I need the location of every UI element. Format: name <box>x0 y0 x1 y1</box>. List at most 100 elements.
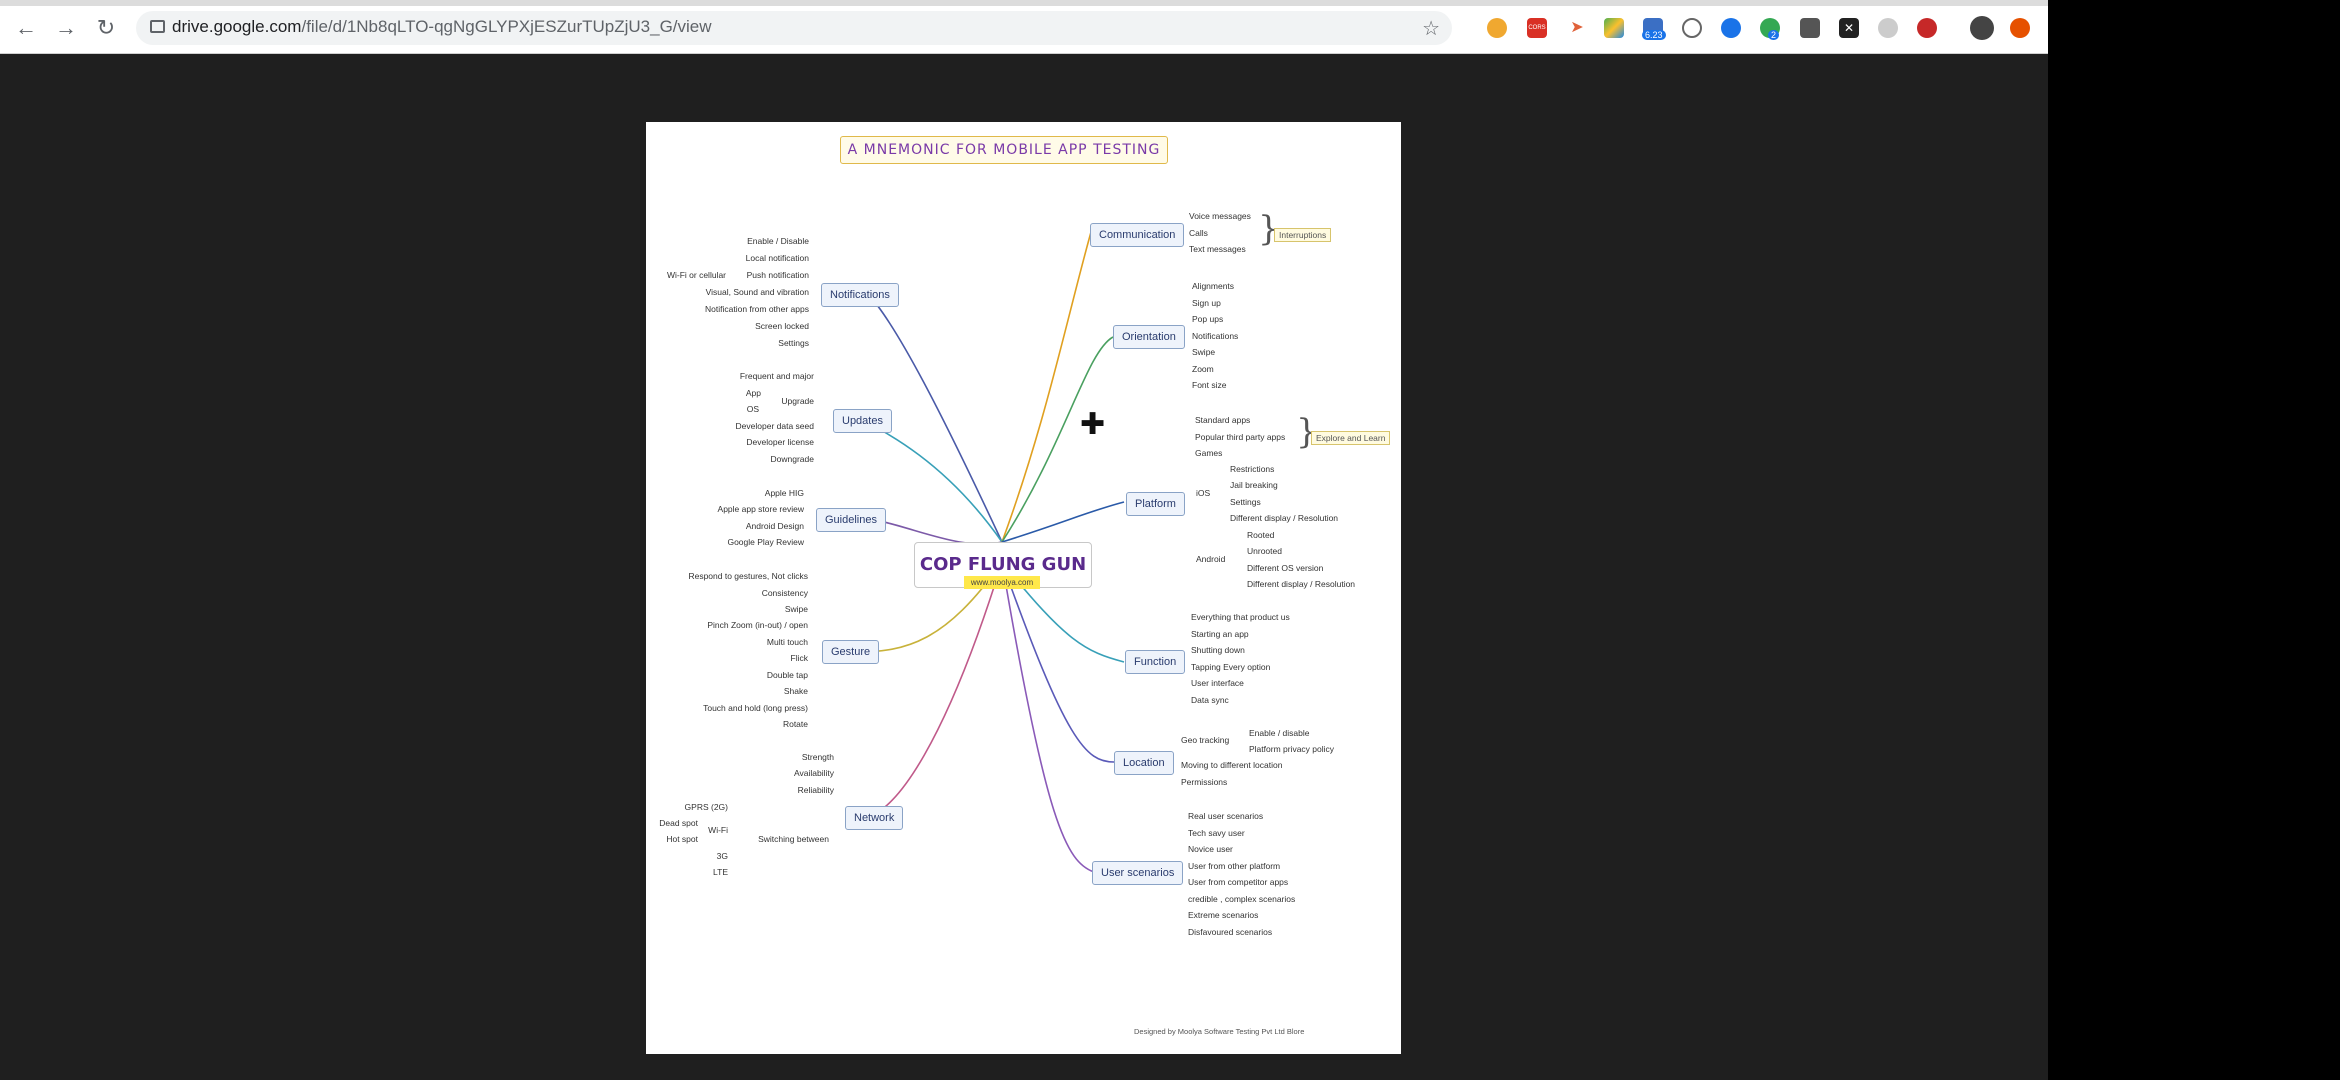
leaf: App <box>745 388 761 398</box>
leaf: Rotate <box>782 719 808 729</box>
extension-badge: 6.23 <box>1642 30 1666 40</box>
address-bar[interactable]: drive.google.com/file/d/1Nb8qLTO-qgNgGLY… <box>136 11 1452 45</box>
leaf: Google Play Review <box>727 537 804 547</box>
extension-cookie-icon[interactable] <box>1487 18 1507 38</box>
mindmap-credit: Designed by Moolya Software Testing Pvt … <box>1134 1027 1305 1036</box>
leaf: Calls <box>1189 228 1208 238</box>
extension-x-icon[interactable]: ✕ <box>1839 18 1859 38</box>
extension-devil-icon[interactable] <box>1917 18 1937 38</box>
leaf: Restrictions <box>1230 464 1275 474</box>
extension-cors-icon[interactable]: CORS <box>1527 18 1547 38</box>
extension-arrow-icon[interactable]: ➤ <box>1570 19 1584 36</box>
leaf: Shake <box>783 686 808 696</box>
leaf: Flick <box>790 653 808 663</box>
note-interruptions: Interruptions <box>1274 228 1332 242</box>
branch-updates: Updates <box>833 409 892 433</box>
note-explore-and-learn: Explore and Learn <box>1311 431 1391 445</box>
leaf: LTE <box>713 867 728 877</box>
leaf: Enable / Disable <box>747 236 809 246</box>
leaf: Settings <box>778 338 809 348</box>
mindmap-title: A MNEMONIC FOR MOBILE APP TESTING <box>840 136 1168 164</box>
leaf: Multi touch <box>766 637 808 647</box>
leaf: Dead spot <box>659 818 698 828</box>
branch-network: Network <box>845 806 904 830</box>
extension-robot-icon[interactable]: 6.23 <box>1642 18 1666 40</box>
leaf: credible , complex scenarios <box>1188 894 1296 904</box>
reload-button[interactable]: ↻ <box>96 15 116 40</box>
leaf: iOS <box>1196 488 1211 498</box>
bookmark-star-icon[interactable]: ☆ <box>1422 18 1440 40</box>
leaf: GPRS (2G) <box>684 802 728 812</box>
leaf: Starting an app <box>1191 629 1249 639</box>
leaf: Disfavoured scenarios <box>1188 927 1273 937</box>
leaf: Strength <box>801 752 834 762</box>
extension-grey-icon[interactable] <box>1878 18 1898 38</box>
leaf: Android Design <box>745 521 804 531</box>
branch-function: Function <box>1125 650 1186 674</box>
branch-gesture: Gesture <box>822 640 880 664</box>
leaf: Swipe <box>784 604 808 614</box>
leaf: OS <box>746 404 759 414</box>
extension-badge-2: 2 <box>1768 30 1780 40</box>
leaf: Font size <box>1192 380 1227 390</box>
side-dark-area <box>2048 0 2340 1080</box>
leaf: Double tap <box>766 670 808 680</box>
leaf: Geo tracking <box>1181 735 1230 745</box>
branch-notifications: Notifications <box>821 283 899 307</box>
back-button[interactable]: ← <box>15 15 37 40</box>
leaf: Permissions <box>1181 777 1228 787</box>
extension-gear-icon[interactable] <box>1682 18 1702 38</box>
leaf: Screen locked <box>755 321 809 331</box>
leaf: Rooted <box>1247 530 1275 540</box>
crosshair-cursor-icon: ✚ <box>1080 408 1106 441</box>
branch-platform: Platform <box>1126 492 1185 516</box>
branch-location: Location <box>1114 751 1174 775</box>
leaf: Apple HIG <box>764 488 804 498</box>
leaf: Availability <box>793 768 834 778</box>
leaf: Voice messages <box>1189 211 1251 221</box>
extension-chat-icon[interactable]: 2 <box>1760 18 1780 40</box>
leaf: Jail breaking <box>1230 480 1278 490</box>
leaf: Everything that product us <box>1191 612 1290 622</box>
branch-communication: Communication <box>1090 223 1185 247</box>
leaf: Text messages <box>1189 244 1246 254</box>
branch-user-scenarios: User scenarios <box>1092 861 1184 885</box>
leaf: Alignments <box>1192 281 1235 291</box>
leaf: Different display / Resolution <box>1247 579 1356 589</box>
leaf: Respond to gestures, Not clicks <box>688 571 808 581</box>
leaf: Extreme scenarios <box>1188 910 1259 920</box>
leaf: Settings <box>1230 497 1261 507</box>
leaf: 3G <box>716 851 728 861</box>
leaf: User from competitor apps <box>1188 877 1289 887</box>
branch-orientation: Orientation <box>1113 325 1185 349</box>
profile-avatar[interactable] <box>1970 16 1994 40</box>
leaf: Touch and hold (long press) <box>703 703 808 713</box>
leaf: User interface <box>1191 678 1244 688</box>
extension-chrome-icon[interactable] <box>1721 18 1741 38</box>
leaf: Downgrade <box>770 454 814 464</box>
forward-button[interactable]: → <box>55 15 77 40</box>
leaf: Real user scenarios <box>1188 811 1264 821</box>
leaf: Novice user <box>1188 844 1233 854</box>
leaf: Push notification <box>746 270 809 280</box>
leaf: Apple app store review <box>717 504 804 514</box>
leaf: Developer license <box>746 437 814 447</box>
url-host: drive.google.com <box>172 17 302 36</box>
leaf: Developer data seed <box>735 421 814 431</box>
leaf: Visual, Sound and vibration <box>705 287 809 297</box>
extension-grid-icon[interactable] <box>1800 18 1820 38</box>
leaf: Local notification <box>745 253 809 263</box>
leaf: Tech savy user <box>1188 828 1245 838</box>
extension-photo-icon[interactable] <box>1604 18 1624 38</box>
leaf: Android <box>1196 554 1226 564</box>
leaf: Swipe <box>1192 347 1216 357</box>
leaf: Enable / disable <box>1249 728 1310 738</box>
leaf: Games <box>1195 448 1223 458</box>
extension-fire-icon[interactable] <box>2010 18 2030 38</box>
leaf: Popular third party apps <box>1195 432 1286 442</box>
leaf: Tapping Every option <box>1191 662 1271 672</box>
url-text[interactable]: drive.google.com/file/d/1Nb8qLTO-qgNgGLY… <box>172 17 712 37</box>
tab-strip <box>0 0 2048 6</box>
leaf: Platform privacy policy <box>1249 744 1335 754</box>
leaf: Data sync <box>1191 695 1229 705</box>
